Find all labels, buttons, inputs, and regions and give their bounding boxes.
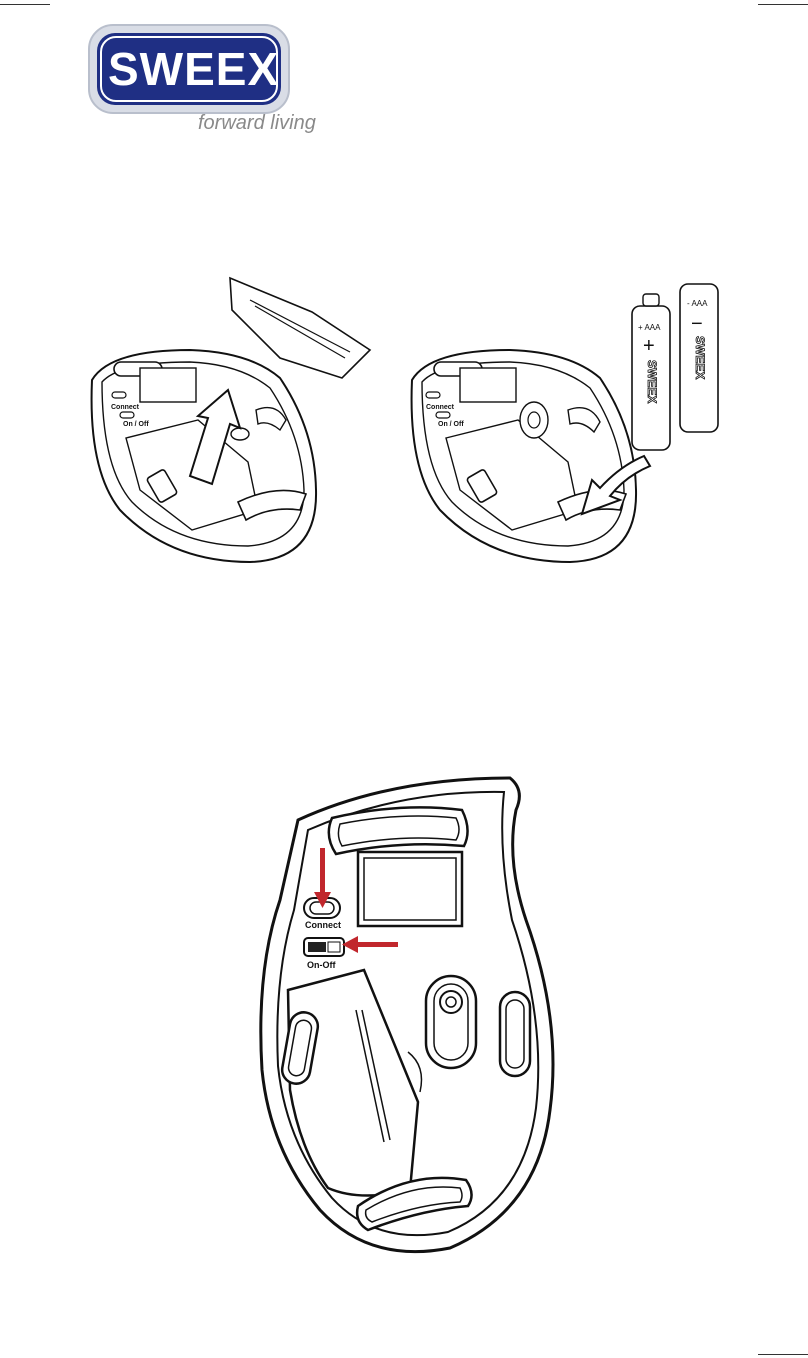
battery-cover bbox=[229, 276, 372, 379]
logo-brand-text: SWEEX bbox=[108, 43, 280, 95]
battery-left: + AAA + SWEEX bbox=[631, 293, 671, 451]
remove-arrow-icon bbox=[188, 388, 242, 486]
figure-insert-batteries: Connect On / Off + AAA + SWEEX - AAA − S… bbox=[410, 283, 719, 564]
logo-tagline: forward living bbox=[198, 112, 316, 134]
battery-right-brand: SWEEX bbox=[693, 336, 707, 379]
crop-mark-bottom-right bbox=[758, 1354, 808, 1355]
fig1-connect-label: Connect bbox=[111, 404, 140, 411]
fig3-connect-label: Connect bbox=[305, 920, 341, 930]
fig2-connect-label: Connect bbox=[426, 404, 455, 411]
sweex-logo-badge bbox=[88, 24, 290, 114]
connect-arrow-icon bbox=[314, 848, 331, 908]
battery-left-polarity-symbol: + bbox=[643, 335, 655, 357]
figure-remove-cover: Connect On / Off bbox=[90, 276, 372, 564]
fig1-onoff-label: On / Off bbox=[123, 421, 149, 428]
figure-switch-connect: Connect On-Off bbox=[259, 776, 555, 1254]
battery-left-brand: SWEEX bbox=[645, 360, 659, 403]
battery-right-polarity-symbol: − bbox=[691, 313, 703, 335]
onoff-arrow-icon bbox=[342, 936, 398, 953]
fig3-onoff-label: On-Off bbox=[307, 960, 336, 970]
fig2-onoff-label: On / Off bbox=[438, 421, 464, 428]
crop-mark-top-right bbox=[758, 4, 808, 5]
battery-right: - AAA − SWEEX bbox=[679, 283, 719, 433]
battery-left-polarity-text: + AAA bbox=[638, 323, 661, 332]
battery-right-polarity-text: - AAA bbox=[687, 299, 708, 308]
crop-mark-top-left bbox=[0, 4, 50, 5]
insert-arrow-icon bbox=[580, 454, 652, 516]
